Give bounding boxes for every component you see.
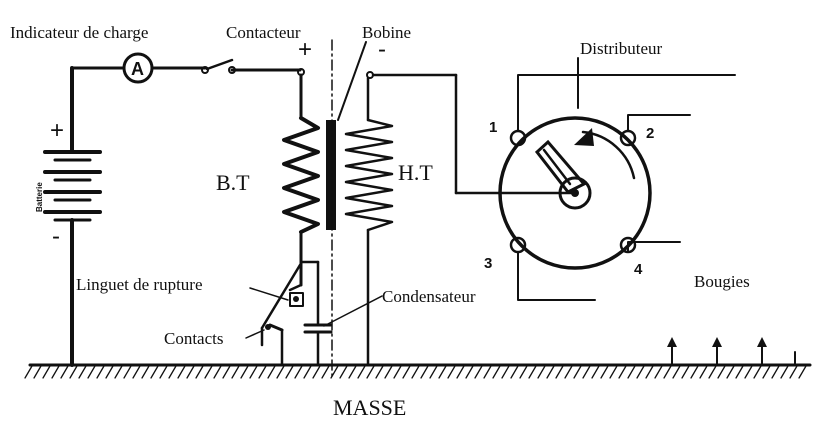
- spark-plugs-label: Bougies: [694, 272, 750, 291]
- secondary-winding: [344, 71, 577, 367]
- spark-plug-arrows: [667, 337, 796, 366]
- ammeter: A: [122, 52, 154, 84]
- capacitor: [299, 260, 333, 367]
- breaker-arm-label: Linguet de rupture: [76, 275, 203, 294]
- battery-minus-sign: -: [52, 223, 60, 250]
- terminal-3: 3: [484, 255, 492, 272]
- ground-label: MASSE: [333, 395, 406, 420]
- distributor: [498, 57, 736, 301]
- breaker-arm-leader: [249, 287, 289, 301]
- terminal-2: 2: [646, 125, 654, 142]
- coil-label: Bobine: [362, 23, 411, 42]
- terminal-1: 1: [489, 119, 497, 136]
- high-tension-label: H.T: [398, 160, 433, 185]
- battery-symbol: [43, 66, 102, 367]
- contacts-leader: [245, 329, 265, 339]
- capacitor-leader: [323, 295, 383, 327]
- coil-plus-sign: +: [298, 36, 312, 63]
- primary-winding: [282, 68, 320, 287]
- coil-leader: [337, 41, 367, 121]
- ground-bar: [24, 363, 812, 379]
- contacts-label: Contacts: [164, 329, 224, 348]
- ammeter-label: Indicateur de charge: [10, 23, 148, 42]
- ammeter-symbol: A: [131, 59, 144, 79]
- low-tension-label: B.T: [216, 170, 250, 195]
- terminal-4: 4: [634, 261, 643, 278]
- switch-label: Contacteur: [226, 23, 301, 42]
- capacitor-label: Condensateur: [382, 287, 476, 306]
- top-wire: [70, 66, 302, 72]
- ignition-switch: [201, 58, 236, 74]
- distributor-label: Distributeur: [580, 39, 662, 58]
- battery-label: Batterie: [35, 182, 44, 212]
- breaker-assembly: [260, 263, 304, 367]
- battery-plus-sign: +: [50, 117, 64, 144]
- coil-minus-sign: -: [378, 36, 386, 63]
- coil-core: [326, 39, 336, 381]
